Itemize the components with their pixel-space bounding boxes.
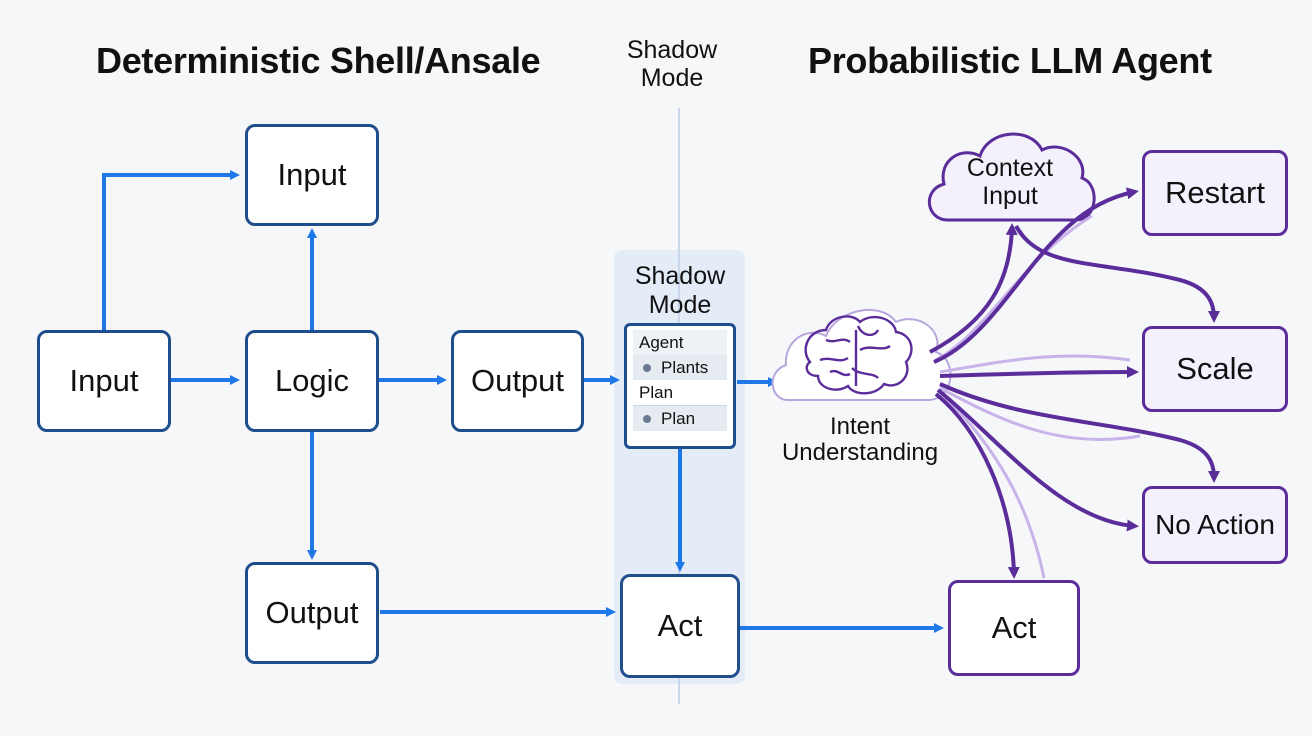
brain-icon <box>804 315 913 395</box>
panel-agent-header: Agent <box>633 330 727 355</box>
node-logic: Logic <box>245 330 379 432</box>
arrow-brain-to-restart <box>933 187 1139 364</box>
panel-plan-item-label: Plan <box>661 408 696 428</box>
node-agent-act: Act <box>948 580 1080 676</box>
panel-plan-item: Plan <box>633 406 727 431</box>
context-cloud <box>927 132 1096 222</box>
shadow-mode-label: Shadow Mode <box>634 262 726 319</box>
right-section-title: Probabilistic LLM Agent <box>808 40 1212 81</box>
arrow-brain-to-noaction <box>936 388 1139 532</box>
arrow-brain-to-scale <box>939 366 1139 379</box>
node-restart: Restart <box>1142 150 1288 236</box>
node-input-left: Input <box>37 330 171 432</box>
bullet-icon <box>643 414 651 423</box>
left-section-title: Deterministic Shell/Ansale <box>96 40 541 81</box>
arrow-brain-to-noaction-top <box>939 382 1220 483</box>
arrow-brain-to-act <box>934 392 1020 579</box>
node-output-mid: Output <box>451 330 584 432</box>
cloud-brain <box>771 308 952 401</box>
purple-connectors <box>929 187 1220 579</box>
panel-plan-header: Plan <box>639 382 674 402</box>
panel-agent-item-label: Plants <box>661 357 709 377</box>
arrow-brain-to-context <box>929 223 1018 354</box>
arrow-input-to-input-top <box>102 170 240 330</box>
blue-connectors <box>102 170 944 633</box>
node-no-action: No Action <box>1142 486 1288 564</box>
intent-understanding-label: Intent Understanding <box>781 413 939 466</box>
center-section-title: Shadow Mode <box>626 36 718 92</box>
node-shadow-act: Act <box>620 574 740 678</box>
panel-agent-item: Plants <box>633 355 727 380</box>
node-input-top: Input <box>245 124 379 226</box>
context-input-label: Context Input <box>966 154 1054 210</box>
node-output-bottom: Output <box>245 562 379 664</box>
arrow-context-to-scale <box>1014 225 1220 323</box>
node-scale: Scale <box>1142 326 1288 412</box>
bullet-icon <box>643 363 651 372</box>
panel-divider <box>633 405 727 406</box>
shadow-panel: Agent Plants Plan Plan <box>624 323 736 449</box>
